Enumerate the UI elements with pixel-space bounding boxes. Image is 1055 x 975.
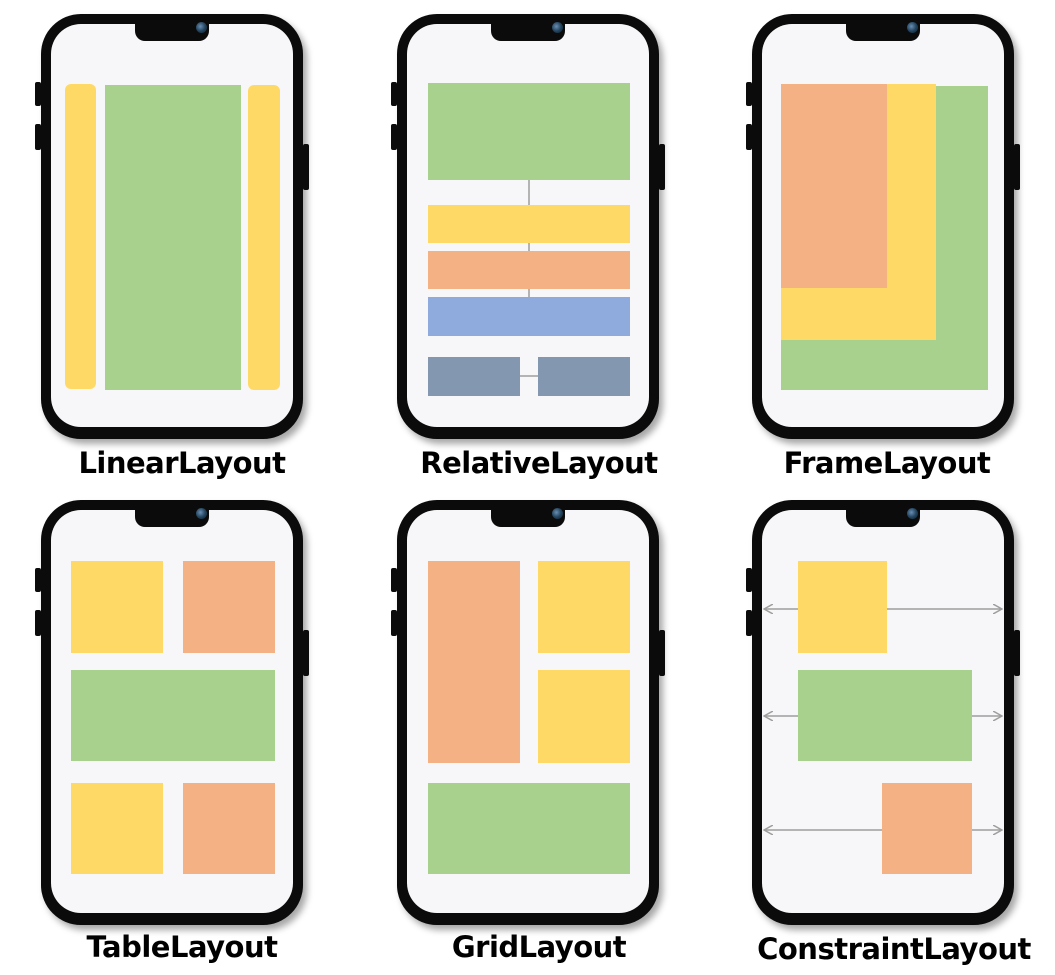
phone-notch [846, 509, 920, 527]
table-cell-yellow-2 [71, 783, 163, 874]
phone-notch [135, 509, 209, 527]
power-button [303, 144, 309, 190]
label-constraint-layout: ConstraintLayout [757, 932, 1031, 966]
label-table-layout: TableLayout [86, 930, 278, 964]
relative-orange-bar [428, 251, 630, 289]
frame-orange-front [781, 84, 887, 288]
constraint-green-box [798, 670, 972, 761]
volume-down-button [391, 124, 397, 150]
power-button [1014, 630, 1020, 676]
table-cell-orange-2 [183, 783, 275, 874]
phone-screen [407, 24, 649, 427]
phone-table-layout [35, 500, 309, 925]
camera-icon [552, 508, 563, 519]
phone-screen [51, 510, 293, 913]
volume-down-button [391, 610, 397, 636]
power-button [303, 630, 309, 676]
phone-constraint-layout [746, 500, 1020, 925]
phone-screen [407, 510, 649, 913]
phone-linear-layout [35, 14, 309, 439]
volume-up-button [35, 82, 41, 106]
volume-down-button [35, 610, 41, 636]
volume-up-button [746, 82, 752, 106]
phone-grid-layout [391, 500, 665, 925]
grid-green-wide [428, 783, 630, 874]
volume-up-button [746, 568, 752, 592]
power-button [1014, 144, 1020, 190]
relative-green-top [428, 83, 630, 180]
label-grid-layout: GridLayout [451, 930, 627, 964]
phone-screen [762, 510, 1004, 913]
volume-down-button [746, 124, 752, 150]
power-button [659, 630, 665, 676]
phone-notch [135, 23, 209, 41]
camera-icon [196, 22, 207, 33]
phone-notch [491, 23, 565, 41]
relative-blue-bar [428, 297, 630, 336]
phone-screen [762, 24, 1004, 427]
constraint-arrows [762, 510, 1004, 913]
camera-icon [907, 508, 918, 519]
phone-notch [846, 23, 920, 41]
camera-icon [907, 22, 918, 33]
phone-relative-layout [391, 14, 665, 439]
label-relative-layout: RelativeLayout [420, 446, 658, 480]
table-cell-orange-1 [183, 561, 275, 653]
camera-icon [196, 508, 207, 519]
phone-notch [491, 509, 565, 527]
power-button [659, 144, 665, 190]
label-frame-layout: FrameLayout [783, 446, 991, 480]
volume-up-button [391, 568, 397, 592]
constraint-orange-box [882, 783, 972, 874]
grid-yellow-2 [538, 670, 630, 763]
phone-screen [51, 24, 293, 427]
table-cell-yellow-1 [71, 561, 163, 653]
linear-yellow-left [65, 84, 96, 389]
grid-yellow-1 [538, 561, 630, 653]
phone-frame-layout [746, 14, 1020, 439]
relative-slate-right [538, 357, 630, 396]
volume-up-button [391, 82, 397, 106]
table-row-green [71, 670, 275, 761]
relative-slate-left [428, 357, 520, 396]
constraint-yellow-box [798, 561, 887, 653]
volume-down-button [746, 610, 752, 636]
linear-yellow-right [248, 85, 280, 390]
relative-yellow-bar [428, 205, 630, 243]
volume-up-button [35, 568, 41, 592]
label-linear-layout: LinearLayout [78, 446, 286, 480]
camera-icon [552, 22, 563, 33]
grid-orange-tall [428, 561, 520, 763]
linear-green-center [105, 85, 241, 390]
volume-down-button [35, 124, 41, 150]
